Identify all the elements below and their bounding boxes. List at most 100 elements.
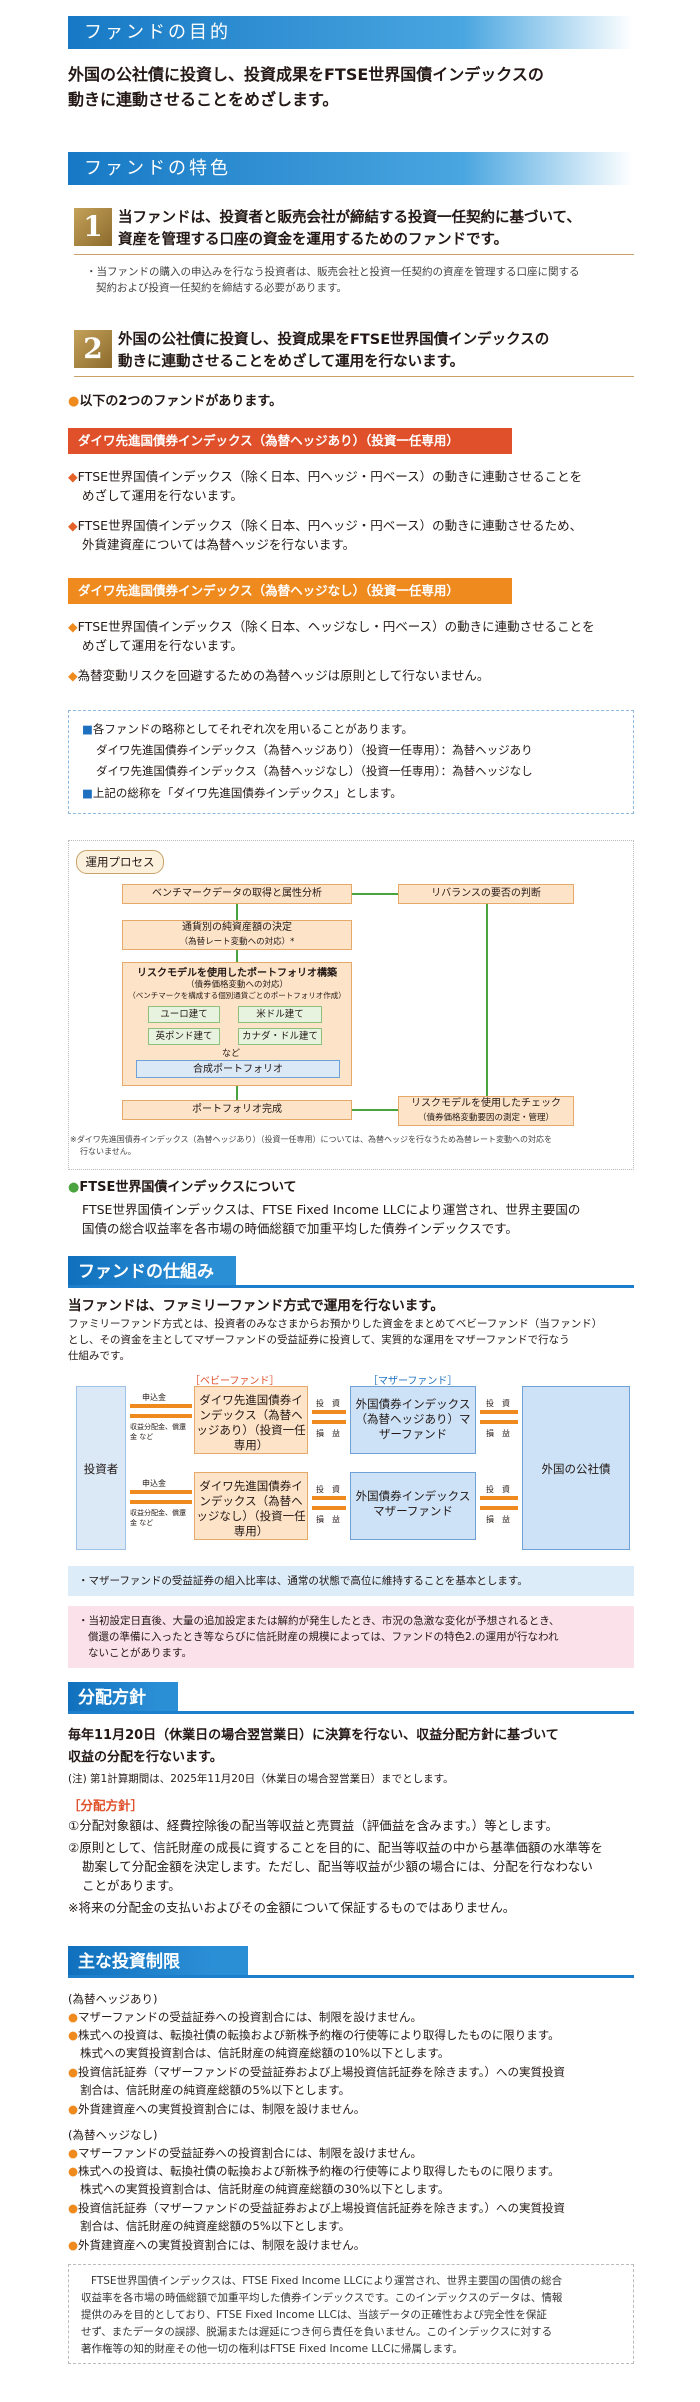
limits-hedge-no: (為替ヘッジなし) xyxy=(68,2128,158,2142)
bullet-icon: ● xyxy=(68,1180,80,1195)
fund-b-bullet-2: ◆為替変動リスクを回避するための為替ヘッジは原則として行ないません。 xyxy=(68,668,490,683)
section-header-dividend: 分配方針 xyxy=(68,1682,178,1714)
dividend-policy-1: ①分配対象額は、経費控除後の配当等収益と売買益（評価益を含みます。）等とします。 xyxy=(68,1818,558,1833)
fund-a-bullet-2: ◆FTSE世界国債インデックス（除く日本、円ヘッジ・円ベース）の動きに連動させる… xyxy=(68,518,583,533)
purpose-line-2: 動きに連動させることをめざします。 xyxy=(68,90,339,109)
purpose-line-1: 外国の公社債に投資し、投資成果をFTSE世界国債インデックスの xyxy=(68,65,544,84)
arrow-icon xyxy=(352,1109,398,1111)
apply-label-a: 申込金 xyxy=(142,1393,166,1402)
baby-fund-a: ダイワ先進国債券インデックス（為替ヘッジあり）（投資一任専用） xyxy=(194,1386,308,1454)
header-underline xyxy=(68,1285,634,1288)
arrow-icon xyxy=(480,1496,518,1500)
process-panel xyxy=(68,840,634,1170)
disclaimer-3: 提供のみを目的としており、FTSE Fixed Income LLCは、当該デー… xyxy=(81,2309,547,2321)
currency-title: 通貨別の純資産額の決定 xyxy=(182,922,292,933)
disclaimer-5: 著作権等の知的財産その他一切の権利はFTSE Fixed Income LLCに… xyxy=(81,2343,463,2355)
invest-label: 投 資 xyxy=(486,1485,510,1494)
dividend-note: (注) 第1計算期間は、2025年11月20日（休業日の場合翌営業日）までとしま… xyxy=(68,1773,454,1785)
limit-a2-cont: 株式への実質投資割合は、信託財産の純資産総額の10%以下とします。 xyxy=(80,2046,450,2060)
fund-a-bullet-1-cont: めざして運用を行ないます。 xyxy=(82,488,243,503)
divider xyxy=(74,376,634,377)
section-header-features: ファンドの特色 xyxy=(68,152,633,185)
invest-label: 投 資 xyxy=(316,1485,340,1494)
bullet-icon: ● xyxy=(68,2102,79,2116)
gain-label: 損 益 xyxy=(316,1515,340,1524)
limit-a1: ●マザーファンドの受益証券への投資割合には、制限を設けません。 xyxy=(68,2010,423,2024)
dividend-policy-2b: 勘案して分配金額を決定します。ただし、配当等収益が少額の場合には、分配を行なわな… xyxy=(82,1859,593,1874)
fund-a-bullet-2-cont: 外貨建資産については為替ヘッジを行ないます。 xyxy=(82,537,356,552)
feature-number-1: 1 xyxy=(74,208,112,246)
abbreviation-box xyxy=(68,710,634,814)
disclaimer-4: せず、またデータの誤謬、脱漏または遅延につき何ら責任を負いません。このインデック… xyxy=(81,2326,553,2338)
limit-b4: ●外貨建資産への実質投資割合には、制限を設けません。 xyxy=(68,2238,366,2252)
bullet-icon: ● xyxy=(68,2065,79,2079)
investor-box: 投資者 xyxy=(76,1386,126,1550)
currency-euro: ユーロ建て xyxy=(148,1006,220,1023)
arrow-icon xyxy=(352,893,398,895)
limit-a4: ●外貨建資産への実質投資割合には、制限を設けません。 xyxy=(68,2102,366,2116)
two-funds-line: ●以下の2つのファンドがあります。 xyxy=(68,394,283,409)
arrow-icon xyxy=(130,1414,192,1418)
ftse-title: ●FTSE世界国債インデックスについて xyxy=(68,1180,297,1195)
limit-b2: ●株式への投資は、転換社債の転換および新株予約権の行使等により取得したものに限り… xyxy=(68,2164,560,2178)
arrow-icon xyxy=(236,950,238,962)
process-step-currency: 通貨別の純資産額の決定 （為替レート変動への対応）* xyxy=(122,920,352,950)
mother-fund-label: ［マザーファンド］ xyxy=(368,1376,458,1387)
redeem-label-b: 収益分配金、償還金 など xyxy=(130,1509,186,1527)
gain-label: 損 益 xyxy=(486,1429,510,1438)
limit-b1: ●マザーファンドの受益証券への投資割合には、制限を設けません。 xyxy=(68,2146,423,2160)
currency-gbp: 英ポンド建て xyxy=(148,1028,220,1045)
structure-desc-2: とし、その資金を主としてマザーファンドの受益証券に投資して、実質的な運用をマザー… xyxy=(68,1334,570,1346)
abbrev-line-2: ダイワ先進国債券インデックス（為替ヘッジあり）（投資一任専用）：為替ヘッジあり xyxy=(96,743,533,757)
feature-1-title-1: 当ファンドは、投資者と販売会社が締結する投資一任契約に基づいて、 xyxy=(118,210,581,226)
apply-label-b: 申込金 xyxy=(142,1479,166,1488)
dividend-policy-3: ※将来の分配金の支払いおよびその金額について保証するものではありません。 xyxy=(68,1900,516,1915)
arrow-icon xyxy=(236,904,238,920)
portfolio-subtitle: （債券価格変動への対応） xyxy=(185,980,288,990)
baby-fund-label: ［ベビーファンド］ xyxy=(190,1376,280,1387)
mother-fund-b: 外国債券インデックスマザーファンド xyxy=(350,1472,476,1540)
dividend-policy-label: ［分配方針］ xyxy=(68,1798,144,1813)
feature-2-title-2: 動きに連動させることをめざして運用を行ないます。 xyxy=(118,354,465,370)
process-step-benchmark: ベンチマークデータの取得と属性分析 xyxy=(122,884,352,904)
diamond-icon: ◆ xyxy=(68,619,78,634)
bullet-icon: ● xyxy=(68,394,80,409)
gain-label: 損 益 xyxy=(316,1429,340,1438)
pink-note-2: 償還の準備に入ったとき等ならびに信託財産の規模によっては、ファンドの特色2.の運… xyxy=(88,1631,559,1643)
bullet-icon: ● xyxy=(68,2146,79,2160)
bullet-icon: ● xyxy=(68,2010,79,2024)
diamond-icon: ◆ xyxy=(68,668,78,683)
structure-note-blue: ・マザーファンドの受益証券の組入比率は、通常の状態で高位に維持することを基本とし… xyxy=(68,1566,634,1596)
limit-b3-cont: 割合は、信託財産の純資産総額の5%以下とします。 xyxy=(80,2219,351,2233)
invest-label: 投 資 xyxy=(316,1399,340,1408)
currency-usd: 米ドル建て xyxy=(238,1006,322,1023)
divider xyxy=(74,254,634,255)
composite-portfolio: 合成ポートフォリオ xyxy=(136,1060,340,1078)
feature-1-title-2: 資産を管理する口座の資金を運用するためのファンドです。 xyxy=(118,232,509,248)
portfolio-title: リスクモデルを使用したポートフォリオ構築 xyxy=(137,968,337,979)
section-header-purpose: ファンドの目的 xyxy=(68,16,633,49)
pink-note-3: ないことがあります。 xyxy=(88,1647,192,1659)
limit-a2: ●株式への投資は、転換社債の転換および新株予約権の行使等により取得したものに限り… xyxy=(68,2028,560,2042)
process-footnote-1: ※ダイワ先進国債券インデックス（為替ヘッジあり）（投資一任専用）については、為替… xyxy=(70,1135,553,1144)
arrow-icon xyxy=(130,1500,192,1504)
process-step-rebalance: リバランスの要否の判断 xyxy=(398,884,574,904)
fund-b-pill: ダイワ先進国債券インデックス（為替ヘッジなし）（投資一任専用） xyxy=(68,578,512,604)
dividend-policy-2a: ②原則として、信託財産の成長に資することを目的に、配当等収益の中から基準価額の水… xyxy=(68,1840,603,1855)
square-icon: ■ xyxy=(82,722,93,736)
limit-b3: ●投資信託証券（マザーファンドの受益証券および上場投資信託証券を除きます。）への… xyxy=(68,2201,565,2215)
disclaimer-2: 収益率を各市場の時価総額で加重平均した債券インデックスです。このインデックスのデ… xyxy=(81,2292,563,2304)
limit-b2-cont: 株式への実質投資割合は、信託財産の純資産総額の30%以下とします。 xyxy=(80,2182,450,2196)
bullet-icon: ● xyxy=(68,2201,79,2215)
currency-cad: カナダ・ドル建て xyxy=(238,1028,322,1045)
limits-hedge-yes: (為替ヘッジあり) xyxy=(68,1992,158,2006)
arrow-icon xyxy=(480,1420,518,1424)
abbrev-line-1: ■各ファンドの略称としてそれぞれ次を用いることがあります。 xyxy=(82,722,414,736)
disclaimer-1: FTSE世界国債インデックスは、FTSE Fixed Income LLCにより… xyxy=(91,2275,563,2287)
feature-1-note-2: 契約および投資一任契約を締結する必要があります。 xyxy=(96,282,347,294)
header-underline xyxy=(68,1711,634,1714)
fund-a-bullet-1: ◆FTSE世界国債インデックス（除く日本、円ヘッジ・円ベース）の動きに連動させる… xyxy=(68,469,583,484)
section-header-limits: 主な投資制限 xyxy=(68,1946,248,1978)
pink-note-1: ・当初設定日直後、大量の追加設定または解約が発生したとき、市況の急激な変化が予想… xyxy=(78,1615,560,1627)
